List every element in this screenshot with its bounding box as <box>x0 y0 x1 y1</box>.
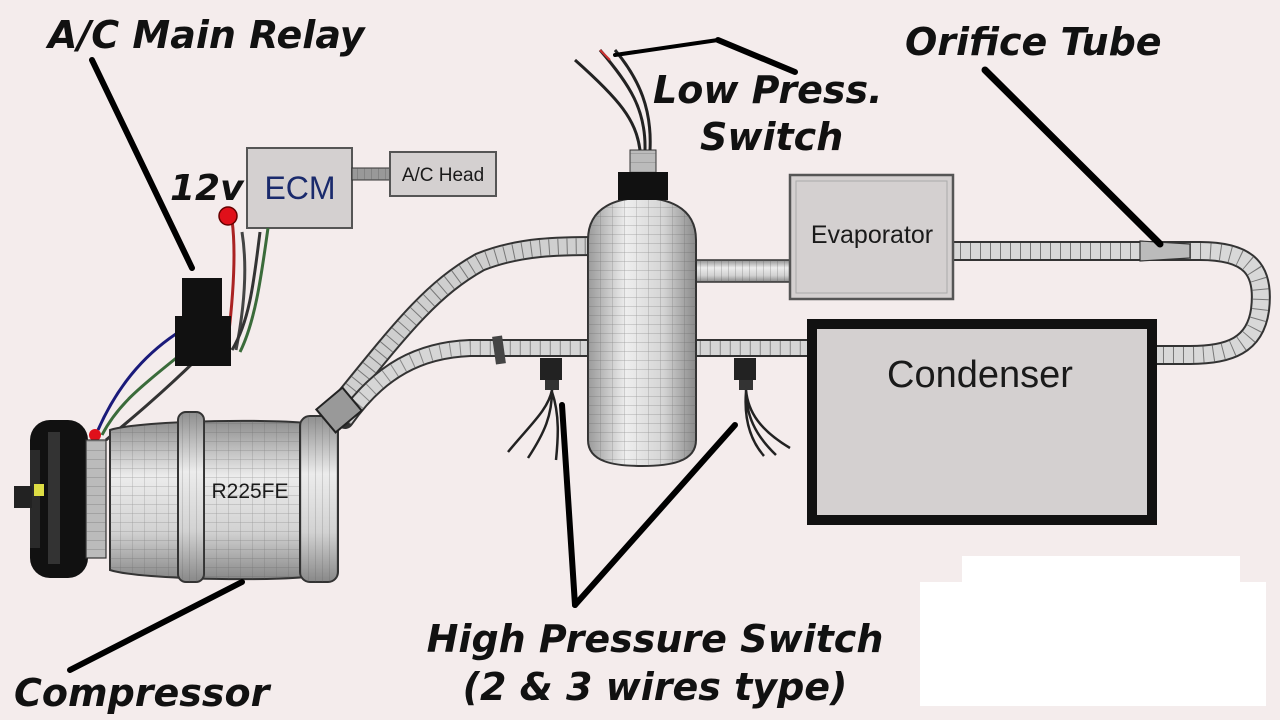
pointer-lines <box>67 37 1164 673</box>
condenser-label: Condenser <box>887 354 1073 396</box>
12v-label: 12v <box>170 168 245 209</box>
compressor-model-label: R225FE <box>211 480 288 503</box>
ac-head-box <box>389 151 497 197</box>
compressor-label: Compressor <box>14 671 272 715</box>
low-press-label-line2: Switch <box>700 115 843 159</box>
ac-head-label: A/C Head <box>402 165 484 186</box>
ecm-box <box>246 147 353 229</box>
high-pressure-switch-left <box>507 358 562 461</box>
high-pressure-switch-right <box>734 358 791 457</box>
compressor <box>14 386 364 583</box>
main-relay <box>175 278 231 366</box>
relay-label: A/C Main Relay <box>45 13 367 57</box>
compressor-wire-terminal <box>89 429 101 441</box>
high-pressure-label-line1: High Pressure Switch <box>427 617 884 661</box>
relay-wires <box>96 219 270 442</box>
evaporator-label: Evaporator <box>811 221 933 249</box>
low-press-label-line1: Low Press. <box>653 68 883 112</box>
12v-indicator <box>218 206 238 226</box>
high-pressure-label-line2: (2 & 3 wires type) <box>463 665 848 709</box>
evaporator-box <box>788 173 955 301</box>
orifice-tube-label: Orifice Tube <box>905 20 1162 64</box>
ecm-label: ECM <box>264 170 335 206</box>
accumulator <box>574 49 697 468</box>
blank-overlay <box>920 582 1266 706</box>
condenser-box <box>807 319 1157 525</box>
orifice-tube-fitting <box>1139 240 1191 262</box>
